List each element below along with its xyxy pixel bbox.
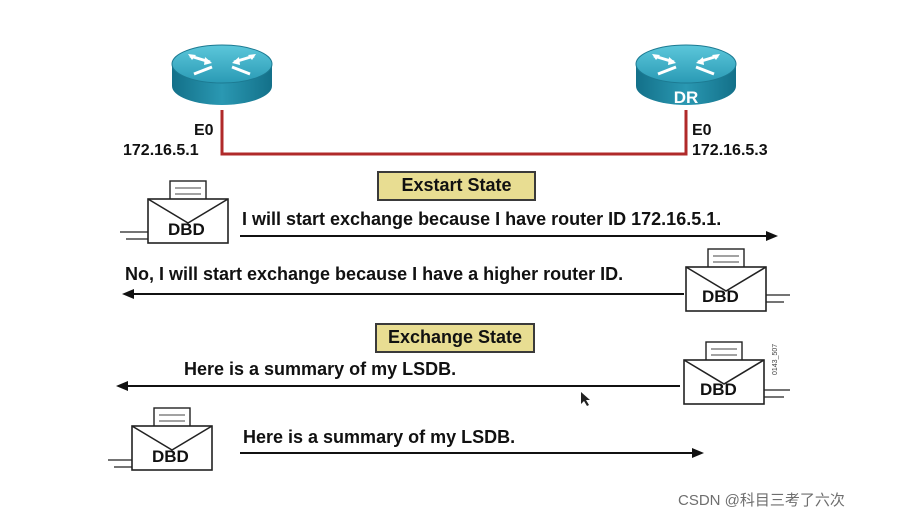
left-ip-label: 172.16.5.1 xyxy=(123,142,199,159)
dbd-packet-1-icon xyxy=(120,180,229,244)
arrow-msg-1 xyxy=(240,231,778,241)
dbd-packet-4-icon xyxy=(108,407,213,471)
message-4: Here is a summary of my LSDB. xyxy=(243,427,516,447)
message-1: I will start exchange because I have rou… xyxy=(242,209,722,229)
router-right-label: DR xyxy=(673,88,699,107)
message-3: Here is a summary of my LSDB. xyxy=(184,359,457,379)
dbd-label-3: DBD xyxy=(700,380,737,399)
arrow-msg-4 xyxy=(240,448,704,458)
message-2: No, I will start exchange because I have… xyxy=(125,264,624,284)
dbd-packet-3-icon xyxy=(683,341,790,405)
arrow-msg-2 xyxy=(122,289,684,299)
router-left-icon xyxy=(171,44,273,105)
dbd-packet-2-icon xyxy=(685,248,790,312)
router-right-icon xyxy=(635,44,737,105)
dbd-label-2: DBD xyxy=(702,287,739,306)
right-interface-label: E0 xyxy=(692,122,712,139)
dbd-label-4: DBD xyxy=(152,447,189,466)
figure-id: 0143_507 xyxy=(772,343,779,375)
exchange-state-box: Exchange State xyxy=(375,323,535,353)
right-ip-label: 172.16.5.3 xyxy=(692,142,768,159)
dbd-label-1: DBD xyxy=(168,220,205,239)
watermark: CSDN @科目三考了六次 xyxy=(678,492,845,509)
left-interface-label: E0 xyxy=(194,122,214,139)
network-link xyxy=(220,110,688,156)
exstart-state-box: Exstart State xyxy=(377,171,536,201)
arrow-msg-3 xyxy=(116,381,680,391)
mouse-cursor-icon xyxy=(581,392,590,406)
